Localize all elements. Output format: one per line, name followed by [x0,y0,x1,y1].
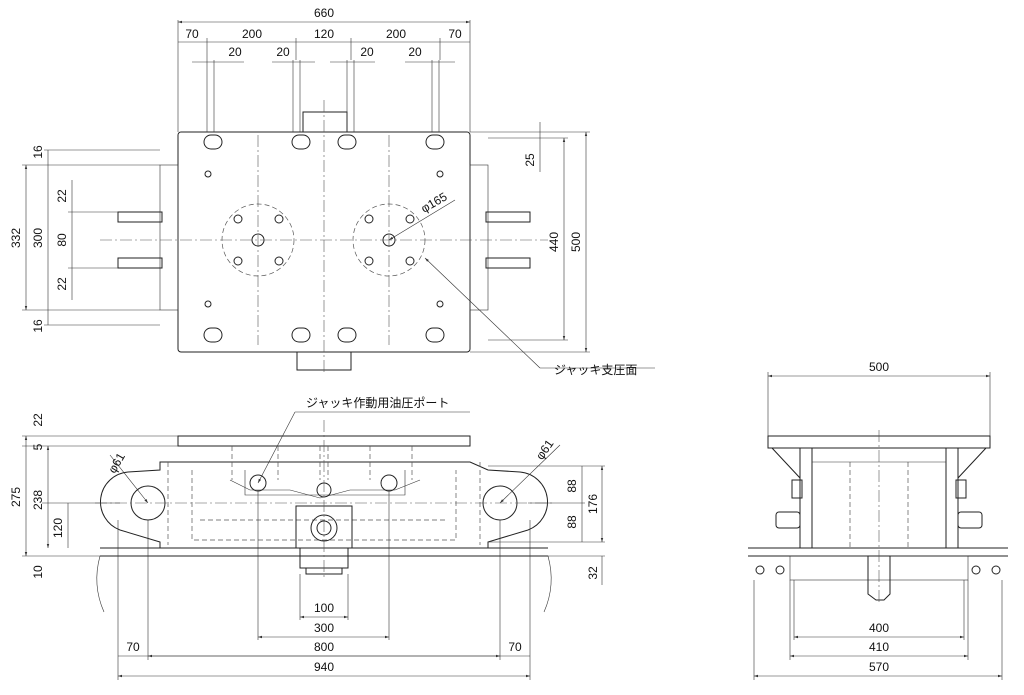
dim-70-right: 70 [448,27,462,41]
dim-300: 300 [31,228,45,248]
dim-32: 32 [586,566,600,580]
right-bracket-lower [485,257,531,269]
front-bottom-dimensions: 100 300 800 70 70 940 [117,490,531,680]
dim-25: 25 [523,153,537,167]
dim-70-left-bottom: 70 [126,640,140,654]
dim-500: 500 [569,232,583,252]
right-rail [469,164,489,311]
dim-5: 5 [31,443,45,450]
dim-16-top: 16 [31,145,45,159]
dim-70-right-bottom: 70 [508,640,522,654]
corner-bolts [204,170,444,308]
side-rail-section [867,555,891,601]
dim-440: 440 [547,232,561,252]
dim-20-d: 20 [408,45,422,59]
dim-100: 100 [314,601,334,615]
dim-20-a: 20 [228,45,242,59]
dim-940: 940 [314,660,334,674]
label-hydraulic-port: ジャッキ作動用油圧ポート [306,396,449,410]
dim-16-bottom: 16 [31,319,45,333]
dim-side-500: 500 [869,360,889,374]
top-dimensions: 660 70 200 120 200 70 20 20 20 20 [177,6,471,132]
dim-20-c: 20 [360,45,374,59]
dim-238: 238 [31,490,45,510]
dim-410: 410 [869,640,889,654]
dim-10: 10 [31,565,45,579]
dim-400: 400 [869,621,889,635]
dim-332: 332 [9,228,23,248]
left-rail [159,164,179,311]
dim-22: 22 [31,413,45,427]
top-right-dimensions: 500 440 25 [470,122,590,353]
dim-phi61-right: φ61 [533,437,557,463]
slot-holes [203,134,445,343]
side-pin-left [775,511,801,529]
dim-22-lower: 22 [55,277,69,291]
right-bracket-upper [485,211,531,223]
dim-80: 80 [55,233,69,247]
front-view: ジャッキ作動用油圧ポート φ61 φ61 22 5 275 238 120 10 [9,396,605,680]
front-right-dimensions: 88 88 176 32 [488,465,605,585]
front-left-dimensions: 22 5 275 238 120 10 [9,413,178,579]
dim-120: 120 [314,27,334,41]
dim-176: 176 [586,494,600,514]
dim-phi165: φ165 [418,189,449,215]
dim-570: 570 [869,660,889,674]
left-bracket-upper [117,211,163,223]
left-bracket-lower [117,257,163,269]
dim-22-upper: 22 [55,189,69,203]
top-tab [302,111,348,133]
top-left-dimensions: 332 16 300 16 22 80 22 [9,145,160,333]
label-jack-surface: ジャッキ支圧面 [554,363,637,377]
dim-70-left: 70 [185,27,199,41]
top-view: 660 70 200 120 200 70 20 20 20 20 [9,6,655,377]
dim-120: 120 [51,518,65,538]
dim-20-b: 20 [276,45,290,59]
side-view: 500 400 410 570 [748,360,1008,680]
dim-660: 660 [314,6,334,20]
dim-200-left: 200 [242,27,262,41]
dim-phi61-left: φ61 [105,450,128,476]
dim-88-lower: 88 [565,515,579,529]
side-pin-right [957,511,983,529]
dim-275: 275 [9,487,23,507]
dim-300: 300 [314,621,334,635]
dim-800: 800 [314,640,334,654]
dim-200-right: 200 [386,27,406,41]
dim-88-upper: 88 [565,479,579,493]
